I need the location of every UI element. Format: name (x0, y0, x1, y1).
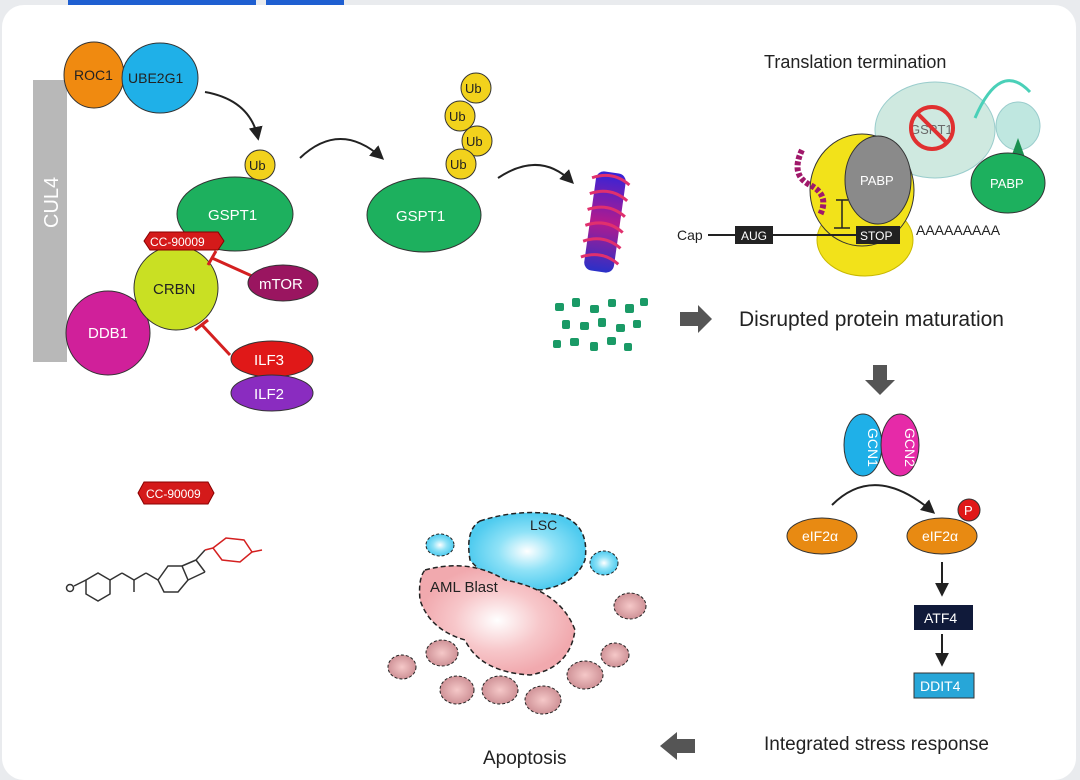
polya-label: AAAAAAAAA (916, 222, 1001, 238)
eif2a-p-node (906, 517, 978, 555)
ub-chain-3-node (461, 125, 493, 157)
e3-ligase-complex: CUL4 ROC1 UBE2G1 Ub GSPT1 DDB1 CRBN CC-9… (33, 41, 319, 412)
leukemic-cells: LSC AML Blast (387, 511, 647, 715)
ub-chain-4-label: Ub (450, 157, 467, 172)
apoptosis-label: Apoptosis (483, 748, 566, 769)
isr-label: Integrated stress response (764, 734, 989, 755)
pabp-center-label: PABP (860, 173, 894, 188)
window-tab-1[interactable] (68, 0, 256, 5)
mtor-node (247, 264, 319, 302)
phosphorylation-arrow (831, 484, 936, 514)
translation-termination: Translation termination GSPT1 PABP PABP … (677, 52, 1046, 277)
cc90009-structure-label: CC-90009 (146, 487, 201, 501)
glutarimide-ring-icon (204, 537, 263, 563)
atf4-label: ATF4 (924, 610, 957, 626)
lsc-label: LSC (530, 517, 557, 533)
ilf3-label: ILF3 (254, 352, 284, 369)
ddb1-node (65, 290, 151, 376)
ub-chain-4-node (445, 148, 477, 180)
arrow-to-gcn-icon (865, 365, 895, 395)
apoptotic-cell (524, 685, 562, 715)
gspt1-free-label: GSPT1 (396, 208, 445, 225)
apoptotic-cell (439, 675, 475, 705)
nascent-peptide-chain (794, 148, 827, 217)
mtor-label: mTOR (259, 276, 303, 293)
apoptotic-cell (613, 592, 647, 620)
apoptotic-cell (566, 660, 604, 690)
roc1-label: ROC1 (74, 67, 113, 83)
translation-termination-title: Translation termination (764, 52, 946, 72)
proteasome-degradation (553, 171, 712, 351)
lsc-small-cell (425, 533, 455, 557)
ilf2-label: ILF2 (254, 386, 284, 403)
aug-box (735, 226, 773, 244)
ub-chain-2-label: Ub (449, 109, 466, 124)
polyubiquitinated-gspt1: GSPT1 Ub Ub Ub Ub (299, 72, 574, 253)
gcn2-node (880, 413, 920, 477)
ubiquitination-arrow (299, 138, 385, 160)
disrupted-maturation-label: Disrupted protein maturation (739, 308, 1004, 331)
gcn2-label: GCN2 (902, 428, 918, 467)
ilf3-inhibition-line (200, 323, 232, 357)
pabp-center-node (844, 135, 912, 225)
ube2g1-node (121, 42, 199, 114)
aml-blast-cell (418, 565, 576, 676)
mtor-inhibition-line (211, 256, 253, 278)
apoptotic-cell (425, 639, 459, 667)
eif2a-label: eIF2α (802, 528, 838, 544)
arrow-to-maturation-icon (680, 305, 712, 333)
cc90009-badge (143, 231, 225, 251)
tether-curve (973, 79, 1032, 119)
ub-chain-1-node (460, 72, 492, 104)
cap-label: Cap (677, 227, 703, 243)
ube2g1-label: UBE2G1 (128, 70, 183, 86)
ubiquitin-transfer-arrow (204, 91, 263, 141)
pabp-right-label: PABP (990, 176, 1024, 191)
chemical-structure-icon (65, 549, 206, 602)
arrow-to-apoptosis-icon (660, 732, 695, 760)
ub-chain-3-label: Ub (466, 134, 483, 149)
cul4-label: CUL4 (41, 177, 63, 228)
ilf3-inhibition-bar (194, 318, 209, 332)
crbn-label: CRBN (153, 281, 196, 298)
gspt1-free-node (366, 177, 482, 253)
atf4-box (914, 605, 973, 630)
apoptotic-cell (481, 675, 519, 705)
phosphate-label: P (964, 503, 973, 518)
aml-blast-label: AML Blast (430, 579, 499, 596)
ubiquitin-label: Ub (249, 158, 266, 173)
ub-chain-1-label: Ub (465, 81, 482, 96)
cc90009-structure-badge (137, 481, 215, 505)
cc90009-label: CC-90009 (150, 235, 205, 249)
integrated-stress-response: Disrupted protein maturation GCN1 GCN2 e… (483, 308, 1004, 769)
cc90009-structure: CC-90009 (65, 481, 263, 602)
proteasome-icon (580, 171, 631, 273)
stop-box (856, 226, 900, 244)
window-tab-2[interactable] (266, 0, 344, 5)
ddb1-label: DDB1 (88, 325, 128, 342)
no-symbol-icon (909, 105, 955, 151)
ddit4-label: DDIT4 (920, 678, 961, 694)
stop-label: STOP (860, 229, 892, 243)
degradation-arrow (497, 164, 574, 184)
apoptotic-cell (387, 654, 417, 680)
trna-icon (834, 199, 850, 229)
eif2a-node (786, 517, 858, 555)
pabp-right-node (970, 152, 1046, 214)
ilf2-node (230, 374, 314, 412)
phosphate-node (957, 498, 981, 522)
gspt1-bound-label: GSPT1 (208, 207, 257, 224)
lsc-small-cell (589, 550, 619, 576)
peptide-fragments-icon (553, 298, 648, 351)
ub-chain-2-node (444, 100, 476, 132)
mtor-inhibition-bar (206, 250, 218, 266)
cul4-bar (33, 80, 67, 362)
eif2a-p-label: eIF2α (922, 528, 958, 544)
lsc-cell (468, 511, 587, 591)
apoptotic-cell (600, 642, 630, 668)
aug-label: AUG (741, 229, 767, 243)
gcn1-label: GCN1 (865, 428, 881, 467)
ddit4-box (913, 672, 975, 699)
